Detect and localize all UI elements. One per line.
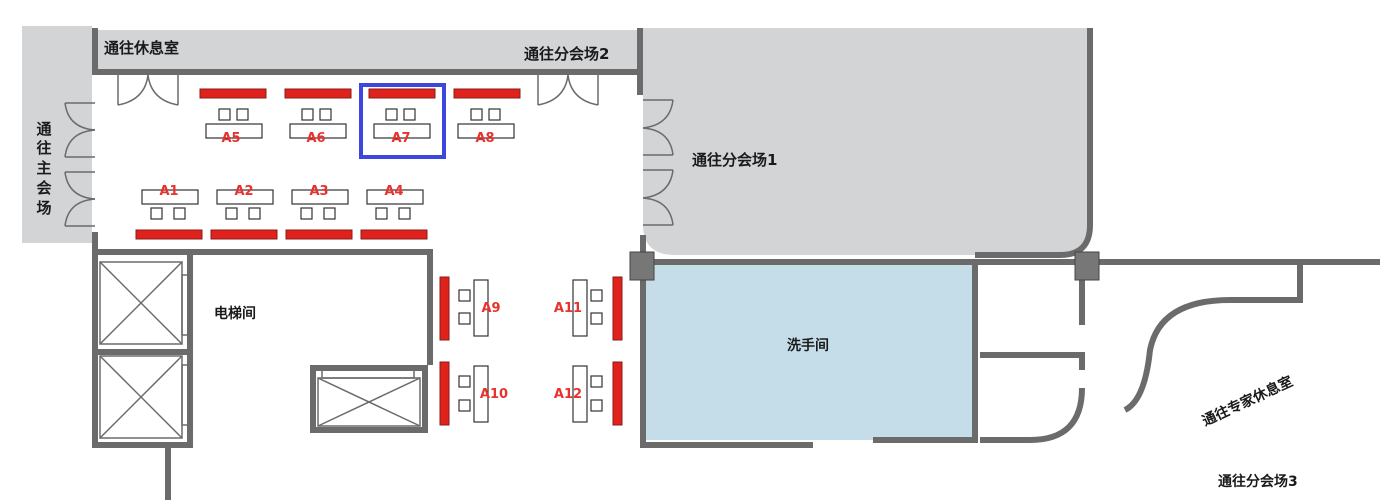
svg-text:会: 会 <box>36 179 51 197</box>
booth-label-a5: A5 <box>221 131 240 146</box>
label-restroom: 洗手间 <box>787 337 829 354</box>
svg-text:场: 场 <box>36 199 51 217</box>
wall-branch1-right <box>975 28 1093 258</box>
booth-label-a9: A9 <box>481 301 500 316</box>
door-main-hall <box>64 102 96 227</box>
booth-label-a2: A2 <box>234 184 253 199</box>
svg-text:通: 通 <box>36 120 51 138</box>
elevator-2 <box>99 355 191 439</box>
wall-elevator-box <box>92 252 193 448</box>
booth-a10[interactable] <box>439 361 489 426</box>
svg-text:主: 主 <box>36 159 51 177</box>
booth-a8[interactable] <box>453 88 521 139</box>
booth-label-a1: A1 <box>159 184 178 199</box>
door-lounge <box>117 74 179 106</box>
label-lounge: 通往休息室 <box>104 39 179 57</box>
wall-elevator-3 <box>310 365 428 433</box>
booth-a4[interactable] <box>360 189 428 240</box>
pillar-left <box>629 251 655 281</box>
pillar-right <box>1074 251 1100 281</box>
label-branch3: 通往分会场3 <box>1218 473 1298 490</box>
wall-elevator-top <box>92 232 433 365</box>
lounge-corridor <box>95 30 640 72</box>
label-elevator: 电梯间 <box>214 305 256 322</box>
booth-a12[interactable] <box>572 361 623 426</box>
wall-right-curve <box>980 387 1085 443</box>
booth-a1[interactable] <box>135 189 203 240</box>
elevator-3 <box>317 369 421 427</box>
wall-expert-curve <box>1123 262 1303 413</box>
svg-text:往: 往 <box>36 139 51 157</box>
booth-label-a4: A4 <box>384 184 403 199</box>
booth-a3[interactable] <box>285 189 353 240</box>
booth-a9[interactable] <box>439 276 489 341</box>
booth-a6[interactable] <box>284 88 352 139</box>
booth-label-a10: A10 <box>480 387 508 402</box>
door-branch2 <box>537 74 599 106</box>
elevator-1 <box>99 261 191 345</box>
booth-label-a7: A7 <box>391 131 410 146</box>
booth-a2[interactable] <box>210 189 278 240</box>
restroom-area <box>643 262 973 440</box>
booth-a11[interactable] <box>572 276 623 341</box>
door-branch1 <box>642 99 674 226</box>
label-expert-lounge: 通往专家休息室 <box>1200 373 1296 430</box>
wall-top <box>92 28 640 75</box>
booth-label-a8: A8 <box>475 131 494 146</box>
wall-restroom-left <box>640 262 813 448</box>
booth-label-a12: A12 <box>554 387 582 402</box>
wall-right-inner <box>980 352 1085 370</box>
label-branch1: 通往分会场1 <box>692 151 777 169</box>
booth-a5[interactable] <box>199 88 267 139</box>
booth-a7[interactable] <box>368 88 436 139</box>
booth-label-a3: A3 <box>309 184 328 199</box>
main-hall-corridor <box>22 26 92 243</box>
label-branch2: 通往分会场2 <box>524 45 609 63</box>
booth-label-a6: A6 <box>306 131 325 146</box>
highlight-box <box>359 83 446 159</box>
branch1-area <box>643 28 1090 255</box>
booth-label-a11: A11 <box>554 301 582 316</box>
label-main-hall: 通 往 主 会 场 <box>36 120 51 217</box>
